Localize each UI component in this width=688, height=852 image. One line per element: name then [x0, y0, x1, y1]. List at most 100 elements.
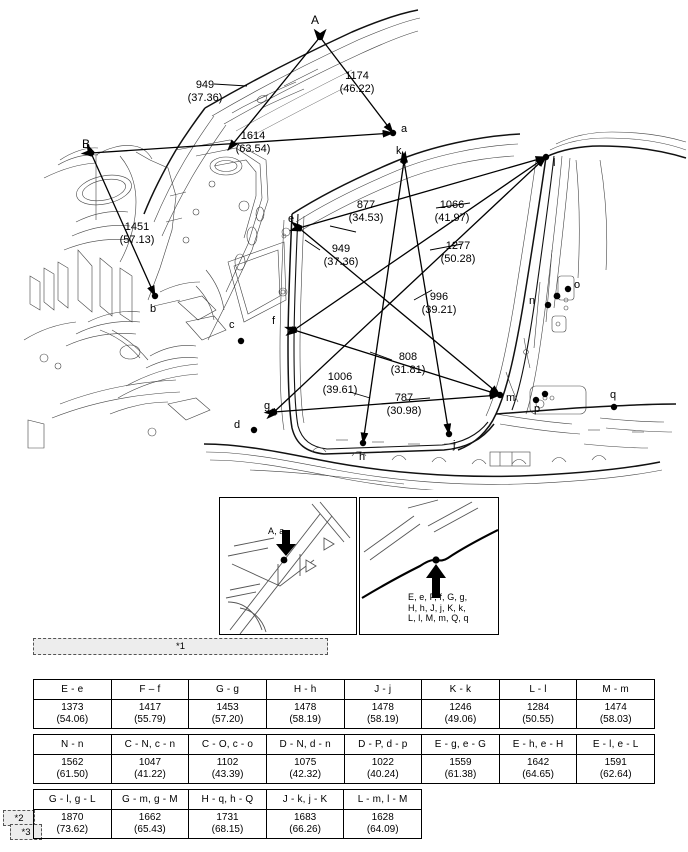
- point-label-k: k: [396, 145, 402, 157]
- table-header-cell: D - N, d - n: [265, 734, 345, 755]
- table-value-row: 1870(73.62) 1662(65.43) 1731(68.15) 1683…: [33, 809, 422, 839]
- dim-mm: 1277: [446, 240, 470, 252]
- inset-detail-boxes: A, a E, e, F, f, G, g, H, h, J, j, K, k,…: [219, 497, 499, 635]
- value-in: (42.32): [289, 769, 322, 780]
- point-label-A: A: [311, 13, 319, 27]
- point-node-A: [316, 33, 324, 41]
- point-node-p: [541, 390, 549, 398]
- inset-right-caption: E, e, F, f, G, g, H, h, J, j, K, k, L, l…: [408, 592, 469, 623]
- table-header-cell: H - q, h - Q: [188, 789, 267, 810]
- value-mm: 1246: [449, 701, 472, 713]
- value-in: (64.65): [522, 769, 554, 780]
- table-value-cell: 1731(68.15): [188, 809, 267, 839]
- vehicle-body-diagram: .thin { fill:none; stroke:#444; stroke-w…: [23, 9, 687, 490]
- point-node-e: [295, 224, 303, 232]
- table-value-cell: 1102(43.39): [188, 754, 267, 784]
- value-in: (40.24): [366, 769, 399, 780]
- table-header-cell: D - P, d - p: [343, 734, 423, 755]
- table-header-cell: G - m, g - M: [110, 789, 190, 810]
- point-label-l: l: [553, 157, 555, 169]
- dim-inch: (37.36): [188, 92, 223, 104]
- value-mm: 1559: [449, 756, 472, 768]
- value-in: (43.39): [211, 769, 244, 780]
- value-in: (58.03): [599, 714, 632, 725]
- point-node-d: [250, 426, 258, 434]
- dim-inch: (50.28): [441, 253, 476, 265]
- note-marker-1-label: *1: [176, 641, 185, 652]
- point-label-o: o: [574, 279, 580, 291]
- value-in: (68.15): [211, 824, 244, 835]
- value-mm: 1870: [61, 811, 84, 823]
- dimension-callout-1006: 1006 (39.61): [323, 371, 358, 396]
- dim-inch: (39.61): [323, 384, 358, 396]
- inset-left-svg: [225, 501, 351, 634]
- value-mm: 1075: [294, 756, 317, 768]
- dimension-callout-996: 996 (39.21): [422, 291, 457, 316]
- dim-mm: 877: [357, 199, 375, 211]
- point-node-B: [87, 149, 95, 157]
- point-node-g: [270, 408, 278, 416]
- note-marker-3-label: *3: [21, 826, 31, 838]
- table-value-cell: 1683(66.26): [265, 809, 345, 839]
- point-label-h: h: [359, 451, 365, 463]
- table-header-cell: E - g, e - G: [421, 734, 500, 755]
- dimension-callout-787: 787 (30.98): [387, 392, 422, 417]
- value-in: (55.79): [134, 714, 166, 725]
- inset-left-caption: A, a: [268, 526, 285, 536]
- dimension-callout-949-lower: 949 (37.36): [324, 243, 359, 268]
- dim-mm: 1174: [345, 70, 369, 82]
- point-node-c: [237, 337, 245, 345]
- value-mm: 1562: [61, 756, 84, 768]
- table-value-cell: 1478(58.19): [343, 699, 423, 729]
- point-label-j: j: [452, 439, 455, 451]
- value-in: (49.06): [444, 714, 477, 725]
- table-value-cell: 1642(64.65): [498, 754, 578, 784]
- value-mm: 1022: [371, 756, 394, 768]
- dim-inch: (41.97): [435, 212, 470, 224]
- point-node-j: [445, 430, 453, 438]
- value-in: (64.09): [366, 824, 399, 835]
- dimension-callout-1614: 1614 (63.54): [236, 130, 271, 155]
- point-node-n: [544, 301, 552, 309]
- dimension-callout-877: 877 (34.53): [349, 199, 384, 224]
- table-value-cell: 1559(61.38): [421, 754, 500, 784]
- value-mm: 1478: [371, 701, 394, 713]
- dim-mm: 1614: [241, 130, 265, 142]
- dim-mm: 949: [196, 79, 214, 91]
- table-header-cell: C - O, c - o: [188, 734, 267, 755]
- point-label-c: c: [229, 319, 235, 331]
- point-label-B: B: [82, 137, 90, 151]
- table-header-cell: L - m, l - M: [343, 789, 422, 810]
- table-value-cell: 1474(58.03): [576, 699, 655, 729]
- point-label-f: f: [272, 315, 276, 327]
- dimension-callout-949-top: 949 (37.36): [188, 79, 223, 104]
- point-node-a: [389, 129, 397, 137]
- table-value-cell: 1417(55.79): [110, 699, 190, 729]
- point-label-a: a: [401, 123, 408, 135]
- table-value-cell: 1246(49.06): [421, 699, 500, 729]
- value-mm: 1478: [294, 701, 317, 713]
- table-header-row: E - e F – f G - g H - h J - j K - k L - …: [33, 679, 655, 700]
- dimension-table-2: N - n C - N, c - n C - O, c - o D - N, d…: [33, 734, 655, 784]
- table-value-cell: 1284(50.55): [498, 699, 578, 729]
- table-value-cell: 1478(58.19): [265, 699, 345, 729]
- dimension-callout-1451: 1451 (57.13): [120, 221, 155, 246]
- dimension-callout-808: 808 (31.81): [391, 351, 426, 376]
- table-header-cell: E - h, e - H: [498, 734, 578, 755]
- table-header-cell: F – f: [110, 679, 190, 700]
- inset-detail-A-a: A, a: [219, 497, 357, 635]
- value-in: (62.64): [599, 769, 632, 780]
- value-mm: 1102: [216, 756, 239, 768]
- point-label-b: b: [150, 303, 156, 315]
- dim-inch: (39.21): [422, 304, 457, 316]
- value-mm: 1628: [371, 811, 394, 823]
- dim-inch: (63.54): [236, 143, 271, 155]
- table-value-cell: 1075(42.32): [265, 754, 345, 784]
- value-in: (61.38): [444, 769, 477, 780]
- dim-mm: 1066: [440, 199, 464, 211]
- dim-inch: (30.98): [387, 405, 422, 417]
- point-label-d: d: [234, 419, 240, 431]
- value-mm: 1453: [216, 701, 239, 713]
- table-value-cell: 1562(61.50): [33, 754, 112, 784]
